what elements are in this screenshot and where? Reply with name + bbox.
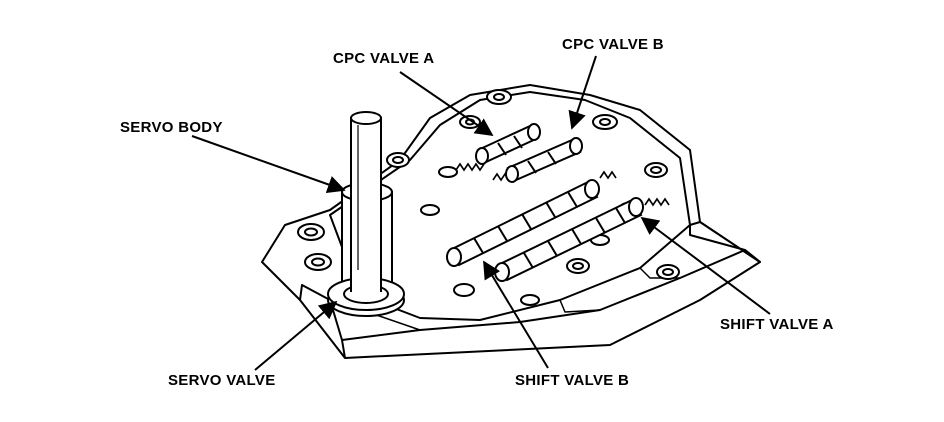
arrow-cpc-valve-a	[399, 71, 494, 137]
cpc-valve-b-spool	[505, 137, 583, 183]
shift-valve-b-label: SHIFT VALVE B	[515, 372, 630, 389]
arrow-servo-valve	[254, 300, 338, 371]
servo-valve-piston	[327, 270, 405, 317]
shift-valve-a-label: SHIFT VALVE A	[720, 316, 834, 333]
shift-valve-b-spool	[446, 179, 600, 267]
cpc-valve-a-label: CPC VALVE A	[333, 50, 435, 67]
cpc-valve-b-label: CPC VALVE B	[562, 36, 664, 53]
arrow-shift-valve-a	[640, 216, 771, 315]
cpc-valve-a-spool	[475, 123, 541, 165]
arrow-shift-valve-b	[483, 260, 549, 369]
arrow-cpc-valve-b	[568, 55, 597, 130]
leader-arrows	[191, 55, 771, 371]
servo-body-label: SERVO BODY	[120, 119, 223, 136]
arrow-servo-body	[191, 135, 346, 194]
servo-valve-label: SERVO VALVE	[168, 372, 276, 389]
springs	[455, 162, 670, 207]
